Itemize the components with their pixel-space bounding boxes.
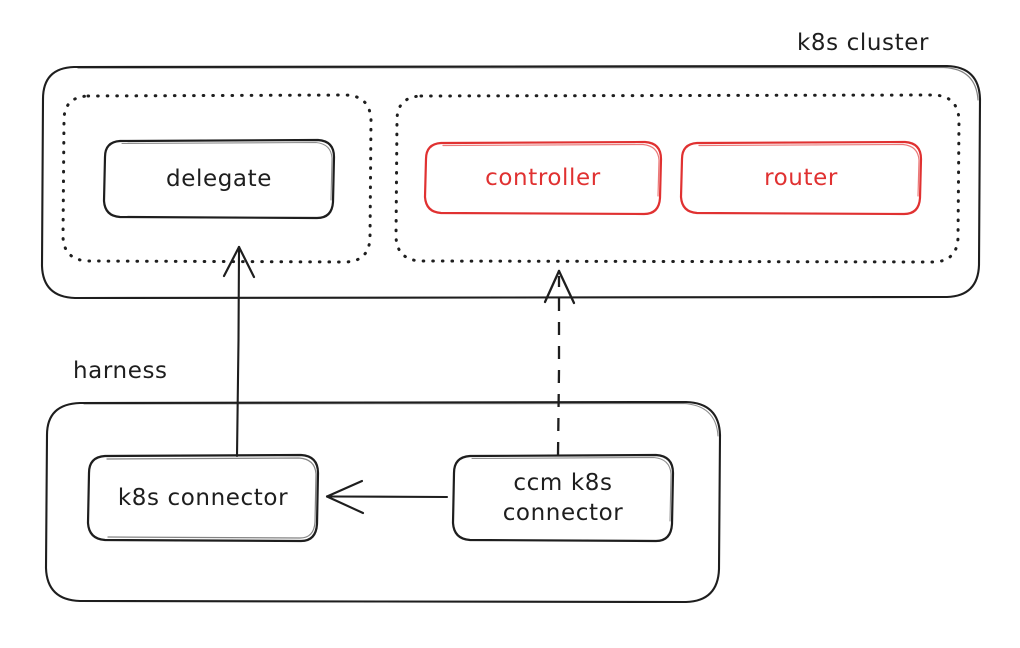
harness-caption: harness <box>73 358 168 384</box>
edge-ccm-connector-to-k8s-connector[interactable] <box>325 479 449 515</box>
edge-k8s-connector-to-delegate[interactable] <box>222 245 256 458</box>
router-box[interactable] <box>679 140 923 216</box>
ccm-k8s-connector-box[interactable] <box>451 453 675 543</box>
k8s-cluster-container[interactable] <box>40 64 982 300</box>
controller-box[interactable] <box>423 140 663 216</box>
k8s-cluster-caption: k8s cluster <box>797 30 930 56</box>
harness-container[interactable] <box>44 400 722 604</box>
edge-ccm-connector-to-ccm-group[interactable] <box>543 269 576 456</box>
ccm-group-border[interactable] <box>394 93 961 264</box>
k8s-connector-box[interactable] <box>86 453 320 543</box>
delegate-box[interactable] <box>102 138 336 220</box>
